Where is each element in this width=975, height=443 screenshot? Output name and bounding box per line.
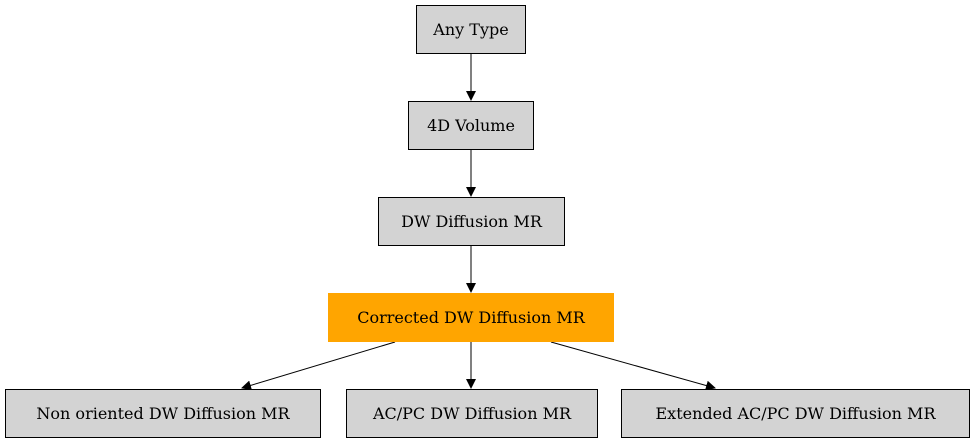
node-corrected-dw-diffusion-mr: Corrected DW Diffusion MR xyxy=(328,293,614,342)
edge-corrected-to-non-oriented xyxy=(241,341,396,391)
node-4d-volume: 4D Volume xyxy=(408,101,534,150)
node-dw-diffusion-mr-label: DW Diffusion MR xyxy=(401,212,542,231)
node-non-oriented-label: Non oriented DW Diffusion MR xyxy=(36,404,290,423)
node-any-type: Any Type xyxy=(416,5,526,54)
edge-corrected-to-extended-acpc xyxy=(550,341,716,391)
node-acpc-dw-diffusion-mr: AC/PC DW Diffusion MR xyxy=(346,389,598,438)
node-extended-acpc-dw-diffusion-mr: Extended AC/PC DW Diffusion MR xyxy=(621,389,970,438)
node-4d-volume-label: 4D Volume xyxy=(427,116,515,135)
node-dw-diffusion-mr: DW Diffusion MR xyxy=(378,197,565,246)
node-non-oriented-dw-diffusion-mr: Non oriented DW Diffusion MR xyxy=(5,389,321,438)
node-extended-acpc-label: Extended AC/PC DW Diffusion MR xyxy=(655,404,936,423)
node-acpc-label: AC/PC DW Diffusion MR xyxy=(372,404,572,423)
node-corrected-dw-diffusion-mr-label: Corrected DW Diffusion MR xyxy=(357,308,585,327)
node-any-type-label: Any Type xyxy=(433,20,509,39)
